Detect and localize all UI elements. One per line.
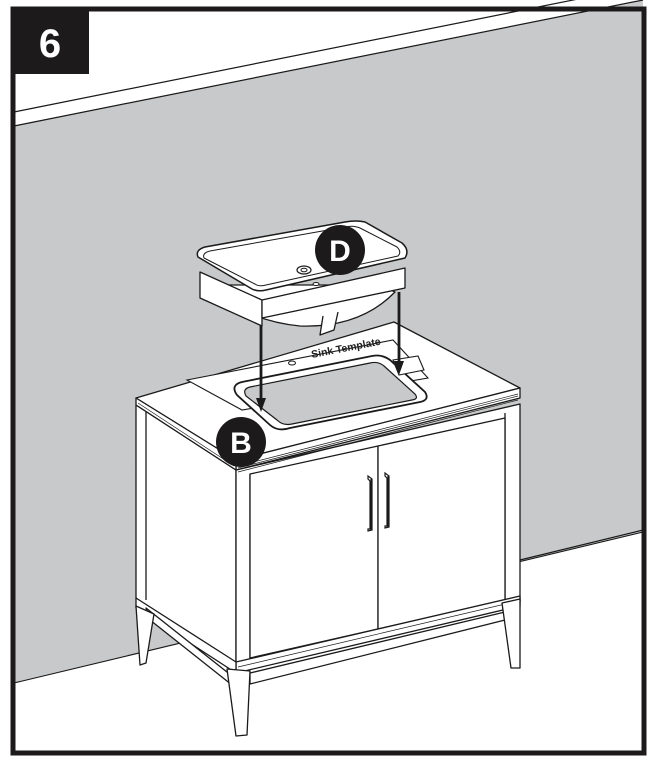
door-handles [367,471,390,532]
sink-front-face [261,267,406,319]
right-placement-arrow [394,292,404,375]
placement-arrows [256,292,404,412]
step-number: 6 [39,22,61,66]
leg-front-right [501,598,521,669]
callout-B: B [216,417,266,467]
countertop-left-edge [135,397,237,471]
callout-badge-D [315,225,365,275]
cabinet-door-right [377,417,506,630]
cutout-opening [244,361,418,426]
sink-drain-pipe [319,311,339,336]
callout-label-D: D [329,235,351,268]
cabinet-door-left [249,445,379,659]
callout-label-B: B [230,427,252,460]
faucet-hole-marker [288,360,296,366]
left-placement-arrow [256,325,266,412]
callout-badge-B [216,417,266,467]
step-badge-background [11,7,89,74]
callout-D: D [315,225,365,275]
sink-template [185,339,430,431]
step-badge: 6 [11,7,89,74]
sink-overflow [312,282,320,286]
panel-frame [10,6,647,756]
leg-back-left [135,605,155,666]
leg-front-left [226,668,251,737]
